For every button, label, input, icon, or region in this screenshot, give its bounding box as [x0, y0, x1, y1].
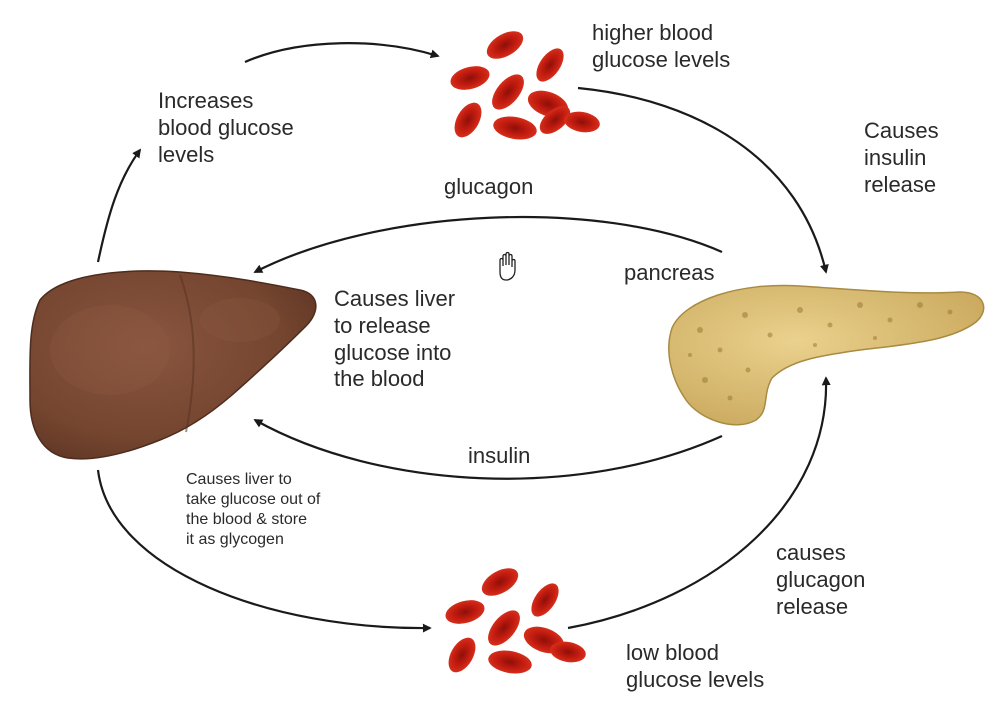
causes-glucagon-release-label: causes glucagon release	[776, 540, 866, 619]
red-blood-cells-bottom	[445, 568, 586, 674]
arrow-liver-to-low-glucose	[96, 469, 432, 633]
higher-blood-glucose-label: higher blood glucose levels	[592, 20, 731, 72]
increases-blood-glucose-label: Increases blood glucose levels	[158, 88, 294, 167]
arrow-liver-to-high-glucose	[96, 148, 142, 263]
causes-liver-release-label: Causes liver to release glucose into the…	[334, 286, 456, 392]
insulin-label: insulin	[468, 443, 531, 468]
pancreas-illustration	[668, 284, 985, 426]
arrow-top-to-cells	[244, 42, 440, 64]
glucagon-label: glucagon	[444, 174, 534, 199]
arrow-high-glucose-to-pancreas	[577, 86, 829, 274]
arrow-low-glucose-to-pancreas	[567, 376, 831, 630]
causes-insulin-release-label: Causes insulin release	[864, 118, 939, 197]
hand-cursor-icon	[499, 251, 516, 281]
arrow-insulin-to-liver	[253, 419, 723, 480]
liver-illustration	[29, 270, 317, 460]
causes-liver-take-label: Causes liver to take glucose out of the …	[186, 471, 321, 548]
arrow-glucagon-to-liver	[253, 215, 723, 273]
pancreas-label: pancreas	[624, 260, 715, 285]
red-blood-cells-top	[450, 31, 600, 140]
arrows	[96, 42, 831, 633]
low-blood-glucose-label: low blood glucose levels	[626, 640, 765, 692]
